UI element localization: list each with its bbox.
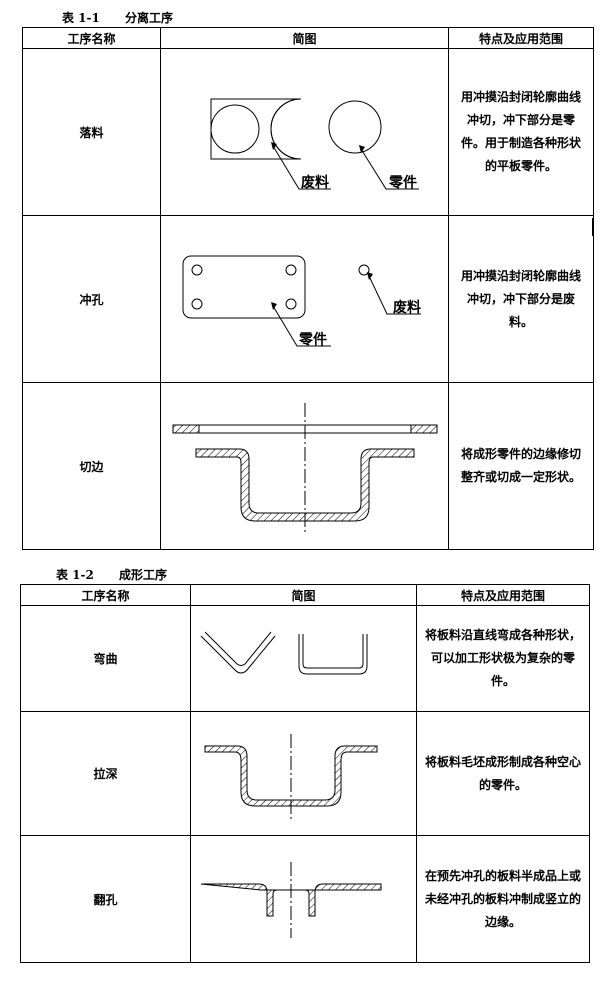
caption-number: 表 1-2	[56, 568, 94, 582]
forming-process-table: 工序名称简图特点及应用范围 弯曲 将板料沿直线弯成各种形状，可以加工形状极为复杂…	[20, 584, 590, 963]
deep-drawing-diagram	[204, 734, 378, 822]
header-cell: 简图	[190, 584, 417, 606]
table-row: 冲孔 零件 废料 用冲摸沿封闭轮廓曲线冲切，冲下部分是废料。	[22, 215, 594, 383]
process-name: 冲孔	[22, 215, 161, 383]
diagram-cell	[190, 605, 417, 712]
process-description: 将板料毛坯成形制成各种空心的零件。	[416, 711, 590, 836]
table-row: 翻孔 在预先冲孔的板料半成品上或未经冲孔的板料冲制成竖立的边缘。	[20, 835, 590, 963]
part-label: 零件	[388, 174, 417, 191]
diagram-cell: 零件 废料	[160, 215, 449, 383]
table-header-row: 工序名称简图特点及应用范围	[20, 584, 590, 606]
header-cell: 简图	[160, 27, 449, 49]
table2-caption: 表 1-2 成形工序	[56, 566, 167, 583]
blanking-diagram: 废料 零件	[210, 98, 419, 191]
table1-caption: 表 1-1 分离工序	[62, 9, 173, 26]
header-cell: 特点及应用范围	[416, 584, 590, 606]
diagram-cell	[190, 835, 417, 963]
process-name: 切边	[22, 382, 161, 550]
scrap-label: 废料	[393, 299, 421, 316]
flanging-diagram	[200, 862, 382, 938]
header-cell: 工序名称	[20, 584, 191, 606]
scrap-label: 废料	[301, 174, 329, 191]
table-row: 弯曲 将板料沿直线弯成各种形状，可以加工形状极为复杂的零件。	[20, 605, 590, 712]
process-description: 将板料沿直线弯成各种形状，可以加工形状极为复杂的零件。	[416, 605, 590, 712]
separation-process-table: 工序名称简图特点及应用范围 落料 废料 零件 用冲摸沿封闭轮廓曲线冲切，冲下部分…	[22, 27, 594, 550]
process-description: 用冲摸沿封闭轮廓曲线冲切，冲下部分是零件。用于制造各种形状的平板零件。	[448, 48, 594, 216]
table-header-row: 工序名称简图特点及应用范围	[22, 27, 594, 49]
process-name: 翻孔	[20, 835, 191, 963]
process-description: 用冲摸沿封闭轮廓曲线冲切，冲下部分是废料。	[448, 215, 594, 383]
header-cell: 特点及应用范围	[448, 27, 594, 49]
caption-title: 分离工序	[124, 11, 173, 25]
punching-diagram: 零件 废料	[182, 255, 421, 348]
table-row: 切边 将成形零件的边缘修切整齐或切成一定形状。	[22, 382, 594, 550]
diagram-cell	[160, 382, 449, 550]
diagram-cell	[190, 711, 417, 836]
table-row: 落料 废料 零件 用冲摸沿封闭轮廓曲线冲切，冲下部分是零件。用于制造各种形状的平…	[22, 48, 594, 216]
diagram-cell: 废料 零件	[160, 48, 449, 216]
process-name: 落料	[22, 48, 161, 216]
trimming-diagram	[172, 403, 438, 533]
header-cell: 工序名称	[22, 27, 161, 49]
process-description: 将成形零件的边缘修切整齐或切成一定形状。	[448, 382, 594, 550]
process-description: 在预先冲孔的板料半成品上或未经冲孔的板料冲制成竖立的边缘。	[416, 835, 590, 963]
part-label: 零件	[298, 331, 327, 348]
process-name: 拉深	[20, 711, 191, 836]
table-row: 拉深 将板料毛坯成形制成各种空心的零件。	[20, 711, 590, 836]
caption-number: 表 1-1	[62, 11, 100, 25]
process-name: 弯曲	[20, 605, 191, 712]
caption-title: 成形工序	[118, 568, 167, 582]
bending-diagram	[200, 631, 368, 675]
text-cursor	[592, 218, 594, 236]
